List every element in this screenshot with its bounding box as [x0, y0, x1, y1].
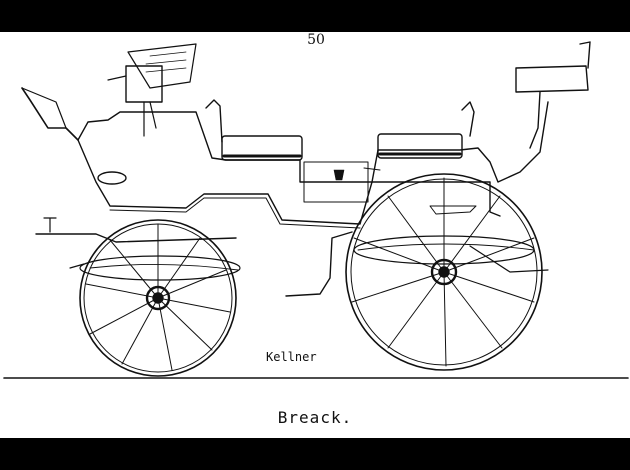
front-seat-cushion	[221, 135, 303, 161]
splash-board	[21, 87, 79, 141]
body-lower-line	[77, 139, 373, 225]
shaft	[35, 233, 237, 243]
rear-wheel	[345, 173, 543, 371]
rear-seat-cushion	[377, 133, 463, 159]
carriage-body	[77, 101, 549, 183]
perch	[285, 231, 353, 297]
catalog-page: 50	[0, 32, 630, 438]
figure-caption: Breack.	[277, 408, 353, 427]
lamp-bracket	[107, 75, 157, 137]
rocker-panel	[109, 197, 361, 229]
footman-seat-back	[579, 41, 591, 69]
coachman-seat	[127, 43, 197, 89]
lamp-box	[125, 65, 163, 103]
rear-seat-back	[461, 101, 475, 137]
door-panel	[303, 161, 369, 203]
footman-seat	[515, 65, 589, 93]
coachman-seat-hatch	[145, 51, 187, 73]
crest	[333, 169, 345, 181]
splash-board-top	[21, 87, 67, 129]
drop-bar	[69, 263, 85, 269]
page-number: 50	[307, 32, 325, 48]
carriage-illustration	[3, 41, 629, 379]
front-spring-inner	[89, 263, 239, 271]
body-lamp	[97, 171, 127, 185]
shaft-hook	[43, 217, 57, 233]
footman-seat-strut	[529, 91, 541, 149]
rear-body-curve	[371, 181, 501, 217]
door-handle	[363, 167, 381, 171]
front-seat-back	[205, 99, 223, 143]
front-spring	[79, 255, 241, 281]
rear-brake-rod	[469, 245, 549, 273]
maker-signature: Kellner	[266, 350, 317, 364]
front-wheel	[79, 219, 237, 377]
rear-lamp	[429, 205, 477, 215]
